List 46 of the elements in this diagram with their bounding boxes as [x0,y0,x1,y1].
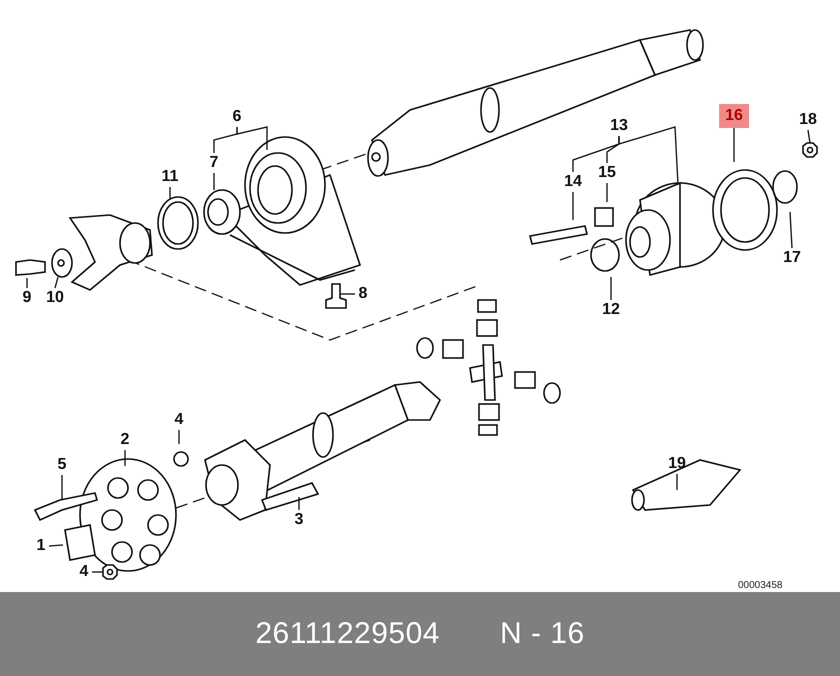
leader-line [298,497,300,510]
callout-number: 19 [668,456,686,472]
callout-number: 6 [232,109,242,125]
callout-number: 4 [80,564,88,580]
callout-number: 7 [210,155,218,171]
leader-line [789,212,793,248]
nut-drawing [102,564,118,580]
callout-number: 2 [120,432,130,448]
footer-text: 26111229504 [255,617,440,651]
callout-number: 14 [564,174,582,190]
callout-number: 12 [602,302,620,318]
callout-number: 8 [358,286,368,302]
leader-line [26,278,28,288]
leader-line [61,475,63,500]
callout-number: 13 [610,118,628,134]
leader-line [236,126,268,150]
callout-number: 18 [799,112,817,128]
leader-line [169,187,171,200]
callout-number: 9 [22,290,32,306]
callout-number: 10 [46,290,64,306]
callout-number: 16 [719,104,749,128]
bolt-drawing [325,283,347,309]
callout-number: 1 [36,538,46,554]
leader-line [178,430,180,444]
leader-line [606,183,608,202]
leader-line [124,450,126,466]
leader-line [340,293,355,295]
callout-number: 5 [58,457,66,473]
callout-number: 4 [174,412,184,428]
leader-line [54,276,59,288]
callout-number: 15 [598,165,616,181]
callout-number: 3 [294,512,304,528]
leader-line [92,571,103,573]
leader-line [618,126,679,186]
leader-line [48,544,64,547]
leader-line [610,277,612,300]
leader-line [807,130,811,144]
drawing-number: 00003458 [738,580,782,591]
leader-line [733,128,735,162]
leader-line [572,192,574,220]
footer-text: N - 16 [500,617,585,651]
nut-drawing [802,142,818,158]
leader-line [213,173,215,190]
callout-number: 17 [783,250,801,266]
callout-number: 11 [162,169,178,185]
leader-line [676,474,678,490]
